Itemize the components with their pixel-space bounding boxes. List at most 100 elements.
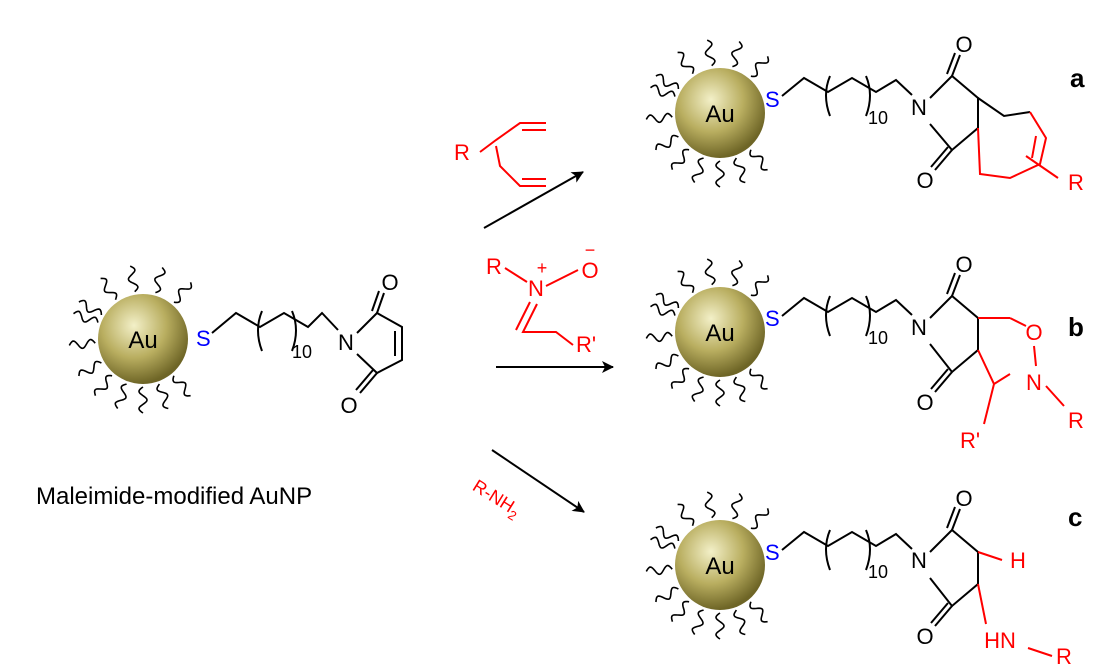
nitrone-minus-charge: − (585, 240, 596, 260)
ligand-squiggle (704, 39, 716, 67)
ligand-squiggle (750, 56, 770, 78)
ligand-squiggle (749, 368, 768, 390)
ligand-squiggle (655, 292, 680, 309)
ligand-squiggle (68, 338, 96, 350)
ligand-squiggle (655, 586, 679, 603)
ligand-squiggle (655, 73, 680, 90)
product-a: Au S 10 N O O R a (645, 32, 1085, 195)
carbonyl-bottom (930, 368, 953, 393)
repeat-bracket-left (257, 310, 263, 352)
ligand-shell (645, 39, 770, 188)
ligand-squiggle (704, 258, 716, 286)
maleimide-ring (356, 311, 403, 375)
ligand-squiggle (677, 270, 695, 293)
r-group: R (1068, 408, 1084, 433)
amine-r-bond (1027, 647, 1053, 657)
ligand-squiggle (156, 383, 169, 410)
ligand-squiggle (645, 112, 673, 124)
repeat-bracket-left (825, 295, 831, 337)
product-c: Au S 10 N O O H HN R c (645, 486, 1082, 666)
repeat-bracket-right (865, 295, 871, 337)
ligand-squiggle (691, 157, 704, 183)
repeat-count: 10 (292, 342, 312, 362)
oxygen-top: O (955, 32, 972, 57)
product-tag-a: a (1070, 63, 1085, 93)
gold-core-label: Au (128, 327, 157, 354)
ligand-squiggle (733, 376, 746, 403)
gold-core-label: Au (705, 101, 734, 128)
ligand-squiggle (749, 601, 768, 623)
gold-nanoparticle (675, 520, 765, 610)
ligand-squiggle (733, 157, 746, 184)
ligand-squiggle (670, 367, 690, 389)
alkyl-chain (211, 311, 339, 334)
ligand-squiggle (704, 491, 716, 519)
starting-material-caption: Maleimide-modified AuNP (36, 483, 312, 510)
ligand-squiggle (154, 267, 166, 294)
ligand-squiggle (78, 360, 102, 377)
amine-nh: HN (984, 628, 1016, 653)
ligand-squiggle (650, 536, 676, 549)
amine-bond (977, 583, 987, 625)
r-group: R (1056, 644, 1072, 666)
diene-reagent: R (454, 122, 546, 187)
carbonyl-top (946, 272, 961, 297)
succinimide-ring (929, 528, 979, 608)
ligand-squiggle (691, 376, 704, 402)
r-group: R (1068, 170, 1084, 195)
ring-oxygen: O (1025, 320, 1042, 345)
ligand-squiggle (138, 386, 148, 414)
oxygen-bottom: O (916, 390, 933, 415)
oxygen-top: O (955, 252, 972, 277)
ligand-squiggle (73, 310, 99, 323)
oxygen-bottom: O (340, 393, 357, 418)
repeat-bracket-right (865, 529, 871, 571)
imide-nitrogen: N (911, 95, 927, 120)
nitrone-r-prime: R' (576, 332, 596, 357)
added-h-bond (977, 551, 1003, 561)
ligand-squiggle (749, 149, 768, 171)
ligand-squiggle (731, 41, 743, 68)
ligand-squiggle (650, 84, 676, 97)
ligand-squiggle (670, 600, 690, 622)
alkyl-chain (781, 76, 913, 97)
ligand-squiggle (650, 303, 676, 316)
ligand-squiggle (100, 277, 118, 300)
ligand-squiggle (750, 275, 770, 297)
arrow-to-a (483, 171, 584, 229)
repeat-bracket-right (865, 75, 871, 117)
imide-nitrogen: N (911, 548, 927, 573)
carbonyl-bottom (930, 146, 953, 171)
ligand-squiggle (750, 508, 770, 530)
sulfur-atom: S (765, 87, 780, 112)
cyclohexene-new-bonds (977, 111, 1048, 180)
repeat-count: 10 (868, 562, 888, 582)
nitrone-plus-charge: + (537, 258, 548, 278)
oxygen-top: O (955, 486, 972, 511)
ligand-squiggle (715, 379, 725, 407)
diene-bonds (479, 122, 546, 187)
carbonyl-bottom (930, 602, 953, 627)
ligand-squiggle (733, 609, 746, 636)
ligand-shell (645, 258, 770, 407)
imide-nitrogen: N (911, 315, 927, 340)
r-prime-group: R' (960, 428, 980, 453)
sulfur-atom: S (196, 326, 211, 351)
ligand-squiggle (715, 612, 725, 640)
ligand-squiggle (731, 260, 743, 287)
repeat-bracket-left (825, 75, 831, 117)
added-hydrogen: H (1010, 548, 1026, 573)
ligand-squiggle (127, 265, 139, 293)
carbonyl-bottom (355, 369, 378, 394)
isoxazolidine-bonds (977, 317, 1065, 425)
oxygen-bottom: O (916, 624, 933, 649)
amine-label: R-NH2 (467, 476, 524, 524)
oxygen-bottom: O (916, 168, 933, 193)
ligand-squiggle (655, 353, 679, 370)
starting-material: Au S 10 N O O Maleimide-modified AuNP (36, 265, 403, 510)
amine-reagent: R-NH2 (467, 476, 524, 524)
ligand-shell (645, 491, 770, 640)
alkyl-chain (781, 296, 913, 317)
imide-nitrogen: N (338, 330, 354, 355)
ligand-squiggle (677, 503, 695, 526)
